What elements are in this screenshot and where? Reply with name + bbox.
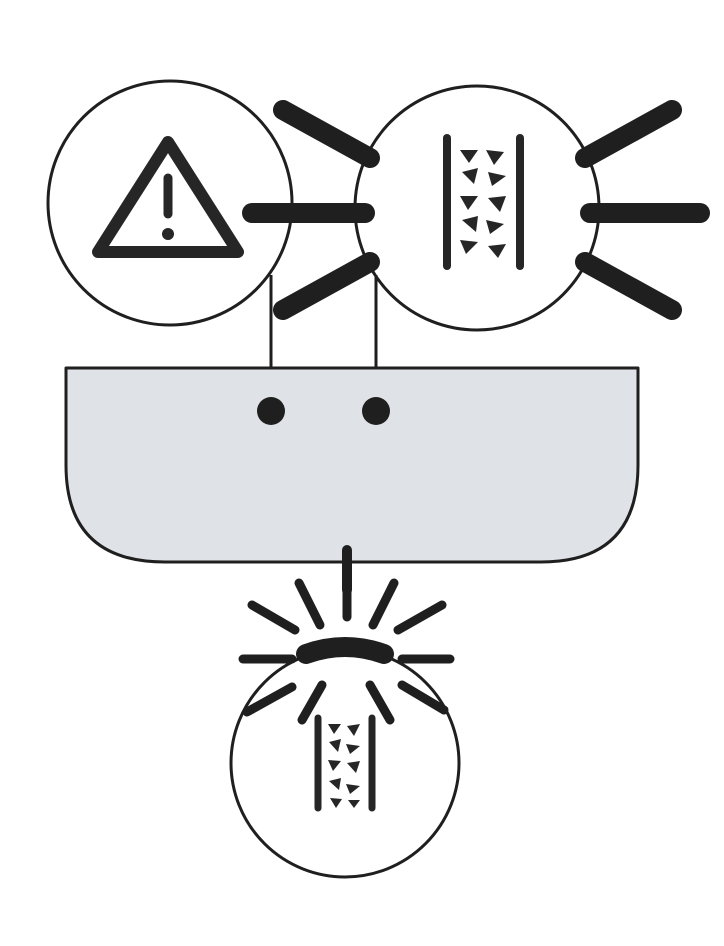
filter-top-glow	[242, 100, 710, 320]
filter-bottom-node	[229, 570, 461, 879]
warning-triangle-icon	[92, 136, 244, 258]
filter-top-node-circle	[353, 84, 601, 332]
basin-port-left	[257, 397, 285, 425]
basin-node	[64, 366, 640, 564]
filter-top-node	[242, 84, 710, 332]
basin-shape	[64, 366, 640, 564]
filter-bottom-glow	[238, 570, 455, 725]
filter-media-icon	[443, 134, 524, 270]
filter-bottom-node-circle	[229, 647, 461, 879]
glow-cap	[296, 637, 394, 664]
filter-media-icon	[314, 714, 376, 812]
basin-port-right	[362, 397, 390, 425]
